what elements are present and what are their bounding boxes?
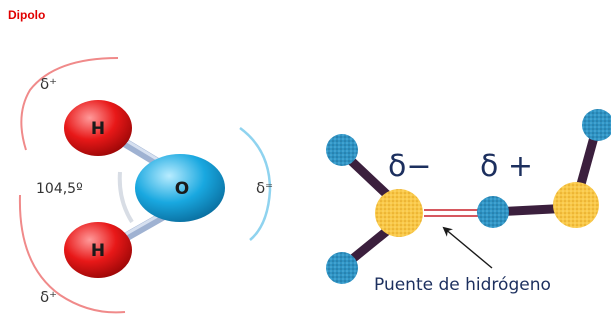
blue-atom-right-top [582,109,611,141]
delta-minus-hbond-label: δ− [388,149,432,184]
blue-atom-left-top [326,134,358,166]
hydrogen-bond-label: Puente de hidrógeno [374,275,551,295]
delta-plus-hbond-label: δ + [480,149,533,184]
bond-angle-label: 104,5º [36,181,83,197]
hydrogen-atom-top [64,100,132,156]
pointer-arrow [442,226,493,269]
yellow-atom-left [375,189,423,237]
blue-atom-left-bottom [326,252,358,284]
oxygen-label: O [175,179,189,199]
delta-minus-label: δ⁼ [256,179,273,197]
hydrogen-bottom-label: H [91,241,105,261]
delta-plus-arc-bottom [18,194,126,314]
blue-atom-middle [477,196,509,228]
delta-plus-arc-top [20,57,119,151]
page-title: Dipolo [8,8,46,22]
delta-plus-top-label: δ⁺ [40,75,57,93]
yellow-atom-right [553,182,599,228]
hydrogen-top-label: H [91,119,105,139]
hydrogen-atom-bottom [64,222,132,278]
oxygen-atom [135,154,225,222]
angle-arc [117,171,134,224]
delta-minus-arc [239,126,272,241]
delta-plus-bottom-label: δ⁺ [40,288,57,306]
